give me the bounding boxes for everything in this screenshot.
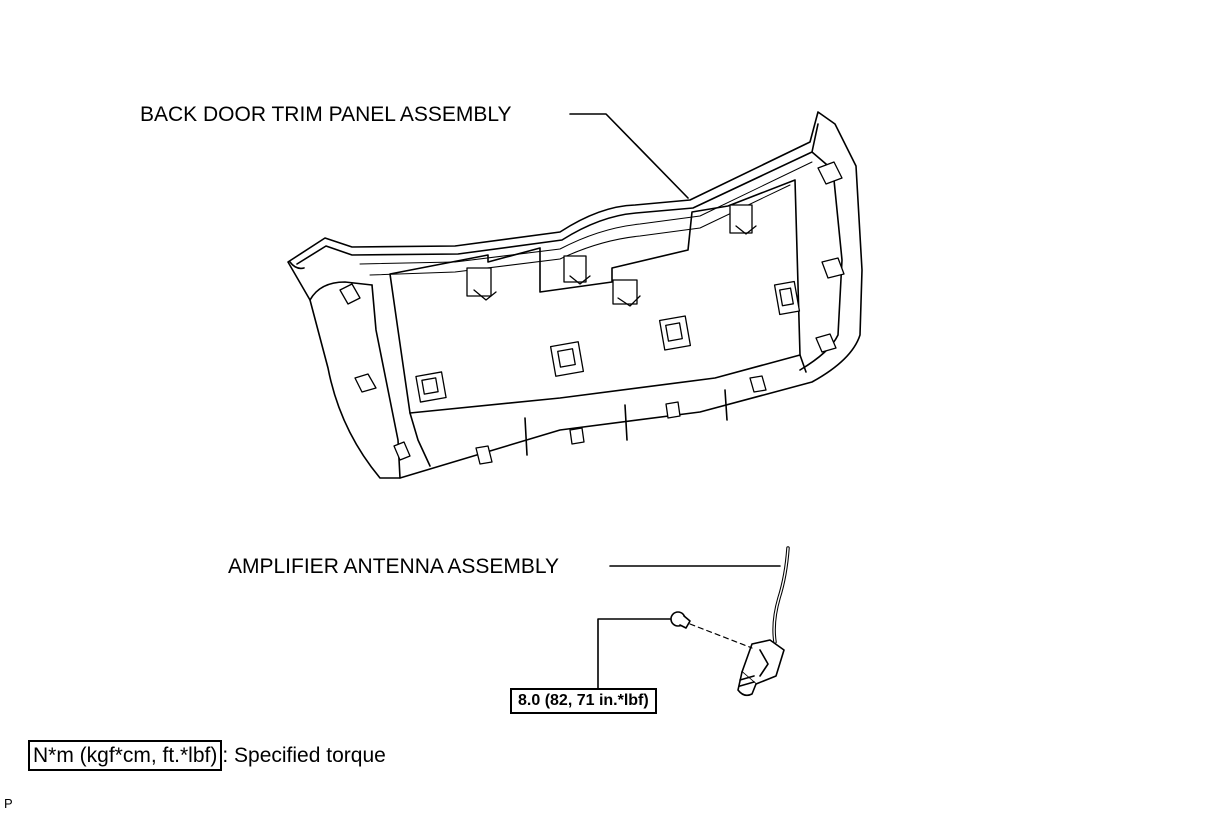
legend-unit-box: N*m (kgf*cm, ft.*lbf) [28,740,223,771]
torque-legend: N*m (kgf*cm, ft.*lbf) : Specified torque [28,740,386,771]
legend-description: : Specified torque [222,744,386,767]
callout-trim-panel: BACK DOOR TRIM PANEL ASSEMBLY [140,103,512,126]
leader-lines [569,113,781,689]
antenna-assembly [737,546,790,697]
bolt [670,611,753,649]
figure-code: P [4,796,13,811]
panel-clips [339,161,845,465]
callout-antenna: AMPLIFIER ANTENNA ASSEMBLY [228,555,560,578]
torque-spec-box: 8.0 (82, 71 in.*lbf) [510,688,657,714]
trim-panel-board [359,161,813,467]
